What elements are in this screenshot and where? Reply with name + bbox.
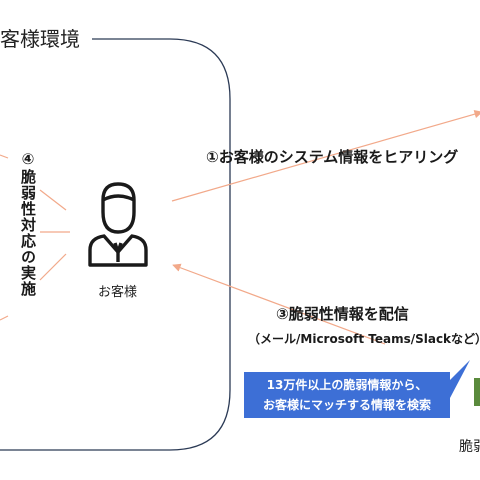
customer-environment-boundary [0,38,231,451]
database-icon [474,378,480,406]
step1-label: ①お客様のシステム情報をヒアリング [206,148,459,166]
callout-line-2: お客様にマッチする情報を検索 [262,398,431,412]
callout-pointer [450,360,470,398]
customer-label: お客様 [98,285,138,300]
customer-person-icon [88,182,148,267]
step3-label: ③脆弱性情報を配信 [276,305,409,323]
step4-label: ④脆弱性対応の実施 [19,150,37,297]
arrow-hearing [171,110,480,202]
database-label: 脆弱 [459,439,480,455]
environment-title: 客様環境 [0,27,80,51]
arrow-delivery [172,263,386,345]
step3-channels: （メール/Microsoft Teams/Slackなど） [248,332,480,346]
search-callout: 13万件以上の脆弱情報から、 お客様にマッチする情報を検索 [244,372,450,418]
callout-line-1: 13万件以上の脆弱情報から、 [266,378,428,392]
step4-fan-lines [0,154,70,321]
